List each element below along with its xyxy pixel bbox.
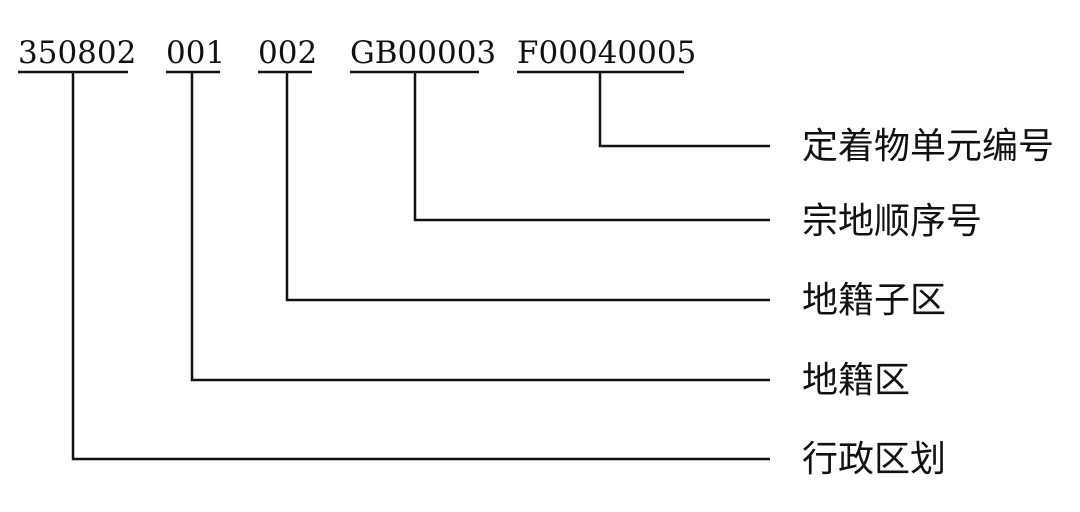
code-segment-fixture-unit: F00040005 [517,35,696,71]
code-segment-cadastral-subdistrict: 002 [258,35,317,71]
code-segment-cadastral-district: 001 [166,35,225,71]
code-segment-parcel-sequence: GB00003 [350,35,496,71]
label-administrative-division: 行政区划 [802,439,946,480]
code-segment-administrative-division: 350802 [18,35,136,71]
label-cadastral-subdistrict: 地籍子区 [802,280,946,321]
connector-fixture-unit [598,72,770,148]
label-parcel-sequence: 宗地顺序号 [802,201,982,242]
connector-cadastral-district [190,72,770,382]
label-cadastral-district: 地籍区 [802,360,910,401]
connector-parcel-sequence [413,72,770,222]
label-fixture-unit: 定着物单元编号 [802,126,1054,167]
connector-cadastral-subdistrict [285,72,770,302]
connector-administrative-division [71,72,770,461]
